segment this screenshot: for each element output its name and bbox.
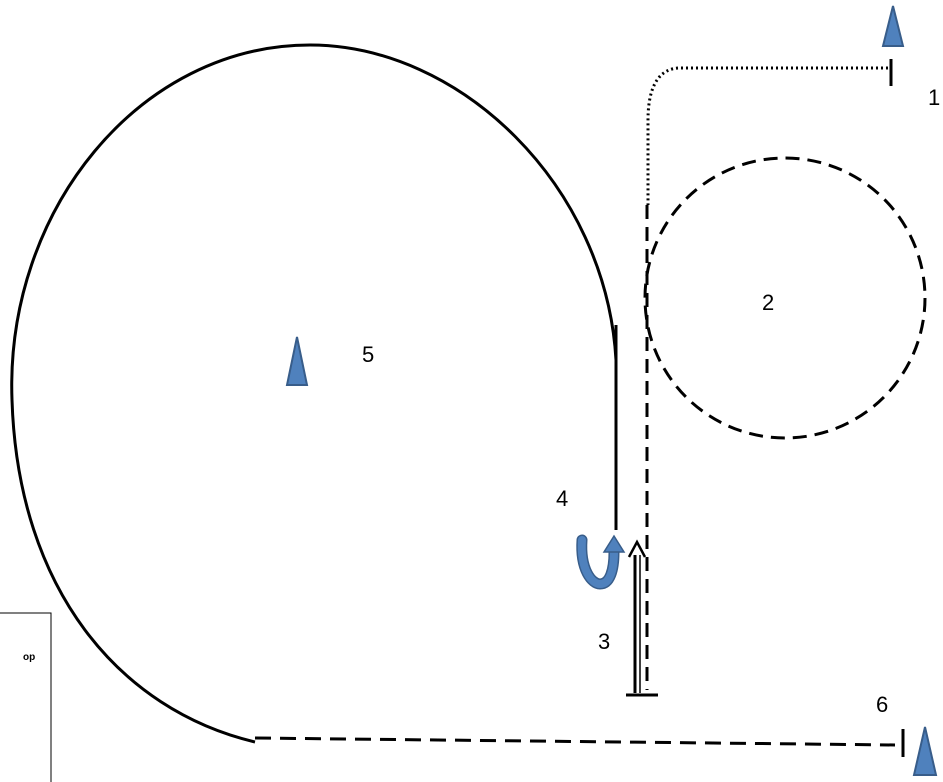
up-arrow-icon (626, 539, 658, 697)
dotted-path-from-start (646, 66, 888, 205)
step-label-2: 2 (762, 290, 774, 315)
step-label-5: 5 (362, 342, 374, 367)
u-turn-arrow-icon (576, 534, 626, 590)
step-label-1: 1 (928, 85, 940, 110)
step-label-4: 4 (556, 486, 568, 511)
dashed-bottom-line (254, 736, 896, 747)
step-label-6: 6 (876, 692, 888, 717)
large-loop-path (10, 43, 618, 744)
legend-box-text: op (23, 652, 35, 663)
legend-box (0, 612, 52, 782)
dashed-circle (643, 156, 927, 440)
traffic-cone-icon (912, 726, 938, 776)
traffic-cone-icon (881, 5, 905, 47)
traffic-cone-icon (285, 336, 309, 386)
step-label-3: 3 (598, 629, 610, 654)
